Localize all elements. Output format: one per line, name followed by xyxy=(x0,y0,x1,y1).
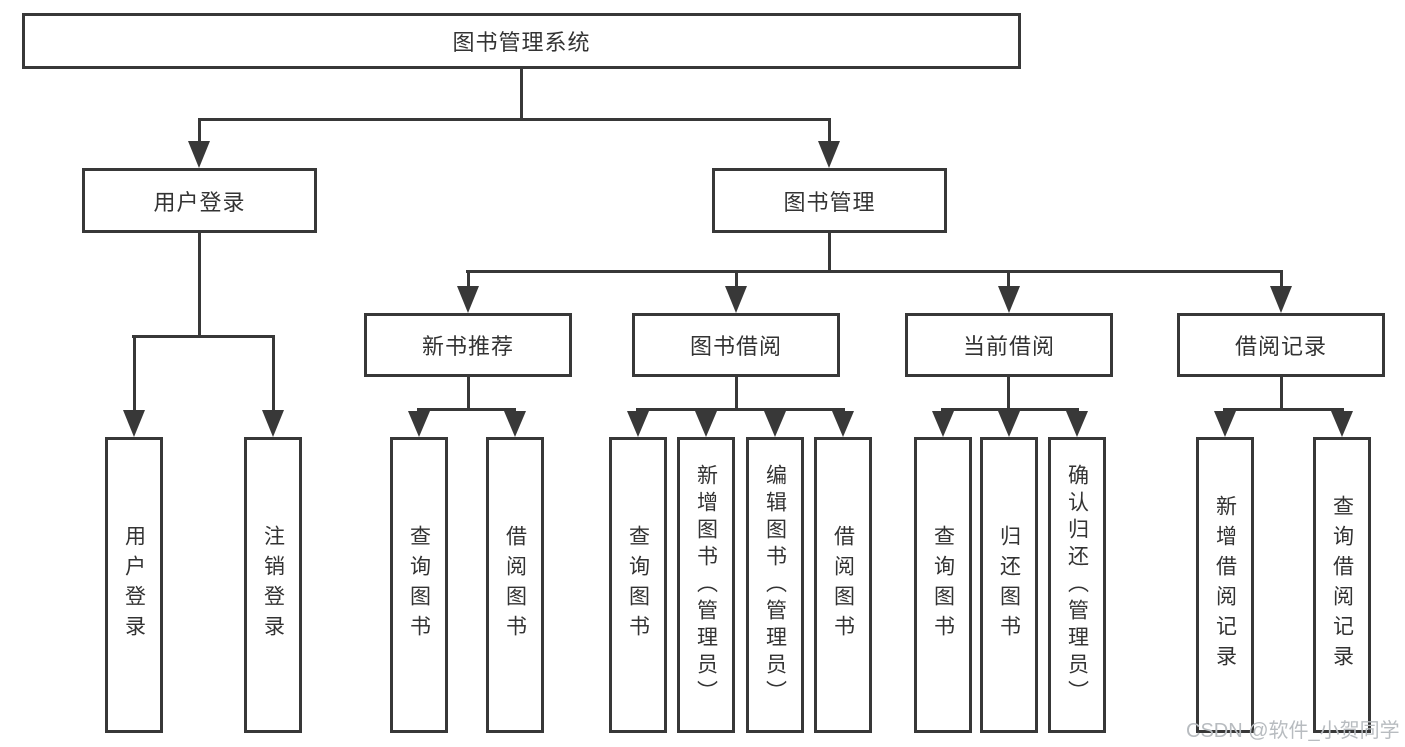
connector-line xyxy=(1007,377,1010,411)
node-new-book-recommend: 新书推荐 xyxy=(364,313,572,377)
connector-line xyxy=(735,377,738,411)
connector-line xyxy=(520,69,523,118)
arrow-down-icon xyxy=(695,411,717,437)
node-confirm-return-admin: 确认归还（管理员） xyxy=(1048,437,1106,733)
node-label: 新书推荐 xyxy=(421,334,514,359)
node-edit-book-admin: 编辑图书（管理员） xyxy=(746,437,804,733)
arrow-down-icon xyxy=(764,411,786,437)
node-label: 用户登录 xyxy=(153,189,246,215)
node-add-borrow-record: 新增借阅记录 xyxy=(1196,437,1254,733)
arrow-down-icon xyxy=(1331,411,1353,437)
node-label: 注销登录 xyxy=(261,525,285,645)
arrow-down-icon xyxy=(1066,411,1088,437)
connector-line xyxy=(133,335,136,412)
node-label: 确认归还（管理员） xyxy=(1065,463,1089,707)
node-label: 查询图书 xyxy=(931,525,955,645)
connector-line xyxy=(735,270,738,288)
connector-line xyxy=(1223,408,1344,411)
connector-line xyxy=(1280,377,1283,411)
node-label: 借阅图书 xyxy=(503,525,527,645)
connector-line xyxy=(417,408,516,411)
node-query-books-recommend: 查询图书 xyxy=(390,437,448,733)
arrow-down-icon xyxy=(832,411,854,437)
connector-line xyxy=(198,118,201,143)
node-query-borrow-record: 查询借阅记录 xyxy=(1313,437,1371,733)
arrow-down-icon xyxy=(262,410,284,437)
node-label: 查询借阅记录 xyxy=(1330,495,1354,675)
arrow-down-icon xyxy=(1214,411,1236,437)
node-label: 用户登录 xyxy=(122,525,146,645)
node-label: 当前借阅 xyxy=(962,334,1055,359)
arrow-down-icon xyxy=(408,411,430,437)
connector-line xyxy=(636,408,845,411)
node-borrowing-records: 借阅记录 xyxy=(1177,313,1385,377)
node-book-borrowing: 图书借阅 xyxy=(632,313,840,377)
arrow-down-icon xyxy=(932,411,954,437)
arrow-down-icon xyxy=(725,286,747,313)
node-query-books-current: 查询图书 xyxy=(914,437,972,733)
node-user-login: 用户登录 xyxy=(82,168,317,233)
connector-line xyxy=(941,408,1079,411)
node-label: 借阅记录 xyxy=(1234,334,1327,359)
node-library-management-system: 图书管理系统 xyxy=(22,13,1021,69)
node-user-login-action: 用户登录 xyxy=(105,437,163,733)
watermark: CSDN @软件_小贺同学 xyxy=(1186,720,1400,742)
arrow-down-icon xyxy=(188,141,210,168)
connector-line xyxy=(1007,270,1010,288)
node-label: 图书管理 xyxy=(783,189,876,215)
node-logout-action: 注销登录 xyxy=(244,437,302,733)
connector-line xyxy=(198,118,831,121)
connector-line xyxy=(467,270,470,288)
arrow-down-icon xyxy=(123,410,145,437)
node-label: 查询图书 xyxy=(626,525,650,645)
connector-line xyxy=(466,270,1283,273)
connector-line xyxy=(1280,270,1283,288)
node-borrow-books-recommend: 借阅图书 xyxy=(486,437,544,733)
connector-line xyxy=(828,118,831,143)
node-borrow-books-action: 借阅图书 xyxy=(814,437,872,733)
connector-line xyxy=(467,377,470,411)
node-label: 新增借阅记录 xyxy=(1213,495,1237,675)
arrow-down-icon xyxy=(998,411,1020,437)
node-label: 查询图书 xyxy=(407,525,431,645)
node-label: 图书管理系统 xyxy=(452,30,591,55)
arrow-down-icon xyxy=(627,411,649,437)
node-current-borrowing: 当前借阅 xyxy=(905,313,1113,377)
connector-line xyxy=(272,335,275,412)
node-query-books-borrowing: 查询图书 xyxy=(609,437,667,733)
node-return-book: 归还图书 xyxy=(980,437,1038,733)
arrow-down-icon xyxy=(998,286,1020,313)
node-label: 新增图书（管理员） xyxy=(694,463,718,707)
node-label: 图书借阅 xyxy=(689,334,782,359)
node-book-management: 图书管理 xyxy=(712,168,947,233)
node-label: 借阅图书 xyxy=(831,525,855,645)
arrow-down-icon xyxy=(1270,286,1292,313)
arrow-down-icon xyxy=(457,286,479,313)
connector-line xyxy=(198,233,201,337)
arrow-down-icon xyxy=(504,411,526,437)
connector-line xyxy=(828,233,831,273)
node-label: 归还图书 xyxy=(997,525,1021,645)
node-label: 编辑图书（管理员） xyxy=(763,463,787,707)
connector-line xyxy=(132,335,274,338)
arrow-down-icon xyxy=(818,141,840,168)
node-add-book-admin: 新增图书（管理员） xyxy=(677,437,735,733)
